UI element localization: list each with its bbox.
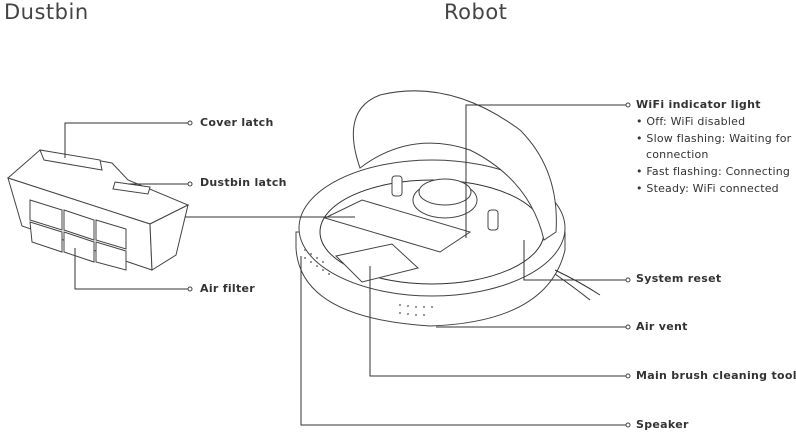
robot-drawing	[295, 90, 601, 327]
wifi-state-slow-cont: connection	[646, 148, 709, 161]
wifi-state-slow: • Slow flashing: Waiting for	[636, 132, 792, 145]
dustbin-leader-lines	[64, 120, 355, 292]
speaker-label: Speaker	[636, 418, 689, 431]
robot-title: Robot	[444, 0, 508, 24]
system-reset-label: System reset	[636, 272, 722, 285]
dustbin-latch-label: Dustbin latch	[200, 176, 287, 189]
air-filter-label: Air filter	[200, 282, 256, 295]
wifi-state-steady: • Steady: WiFi connected	[636, 182, 779, 195]
wifi-state-fast: • Fast flashing: Connecting	[636, 165, 791, 178]
air-vent-label: Air vent	[636, 320, 688, 333]
wifi-indicator-label: WiFi indicator light	[636, 98, 761, 111]
main-brush-tool-label: Main brush cleaning tool	[636, 369, 796, 382]
dustbin-title: Dustbin	[4, 0, 89, 24]
wifi-state-off: • Off: WiFi disabled	[636, 115, 746, 128]
air-vent-grille	[399, 304, 433, 316]
air-filter-grid	[29, 199, 127, 271]
cover-latch-label: Cover latch	[200, 116, 274, 129]
robot-leader-lines	[300, 102, 631, 428]
dustbin-drawing	[7, 149, 190, 271]
speaker-grille	[304, 249, 330, 275]
